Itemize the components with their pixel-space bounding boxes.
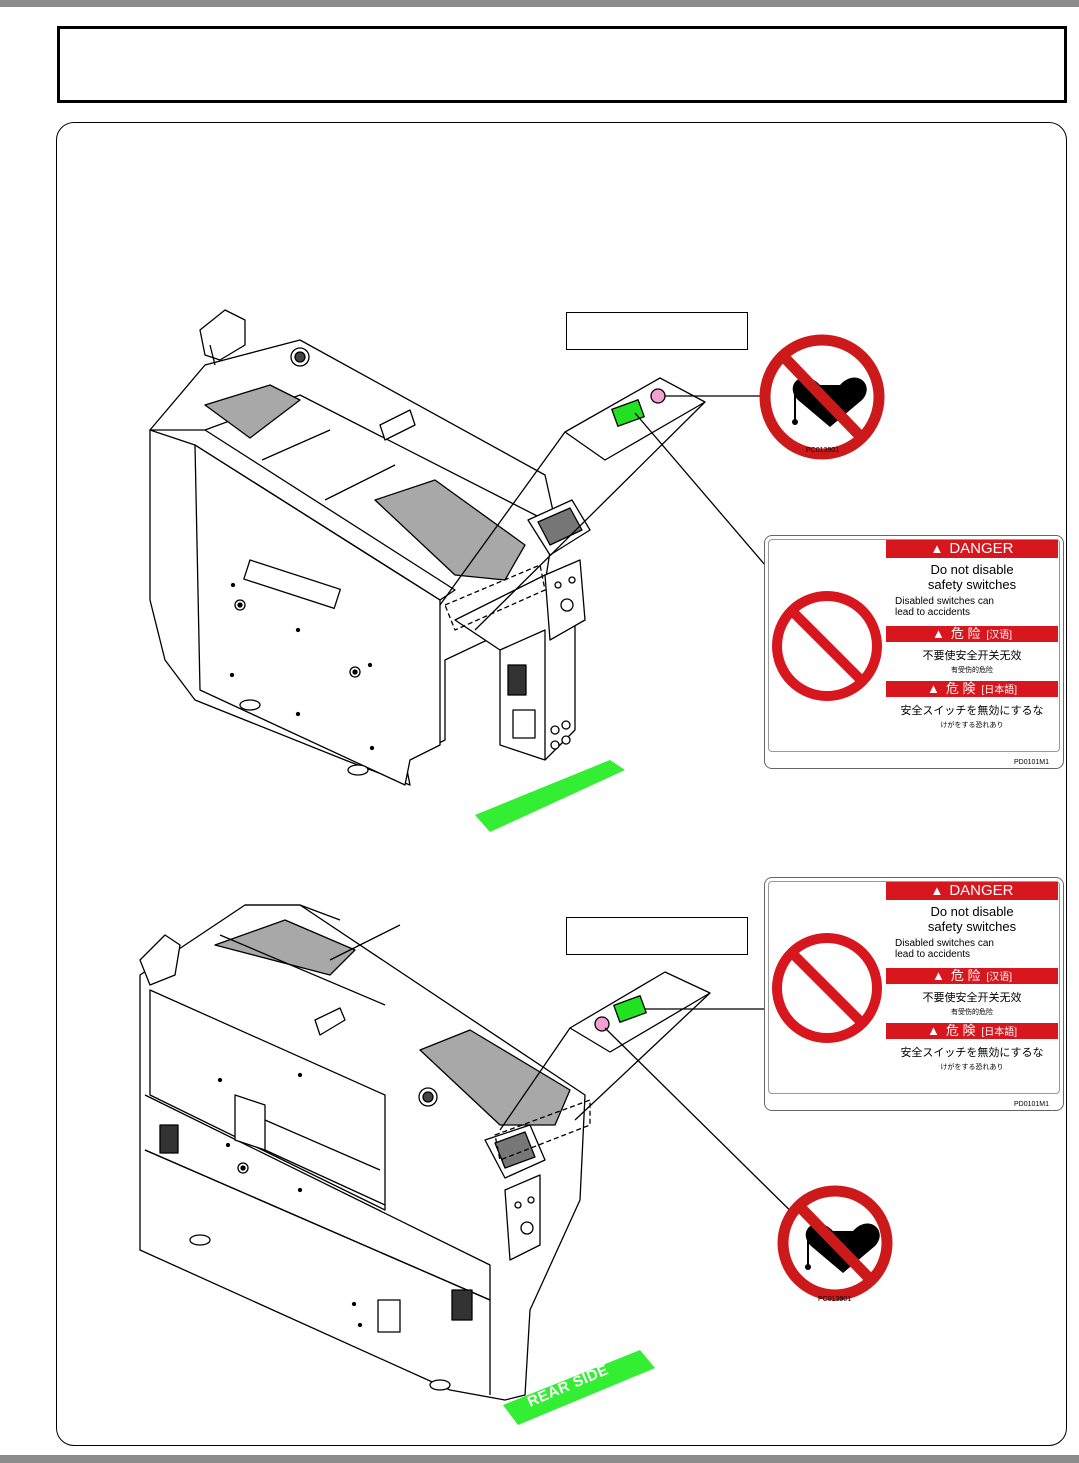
pacemaker-sign-rear: [777, 1185, 893, 1301]
jp-sub: けがをする恐れあり: [940, 722, 1004, 729]
bottom-rule: [0, 1455, 1079, 1463]
jp-sub: けがをする恐れあり: [940, 1064, 1004, 1071]
sub-line-1: Disabled switches can: [895, 596, 994, 607]
jp-bar: ▲危 険[日本語]: [886, 681, 1058, 697]
pacemaker-code-rear: PC013901: [818, 1296, 852, 1303]
title-box: [57, 26, 1067, 103]
pacemaker-code-front: PC013901: [806, 447, 840, 454]
cn-sub: 有受伤的危险: [951, 1009, 993, 1016]
danger-label-code: PD0101M1: [1013, 1101, 1049, 1108]
prohibition-icon: [772, 933, 882, 1043]
cn-bar: ▲危 险[汉语]: [886, 626, 1058, 642]
danger-bar: ▲DANGER: [886, 882, 1058, 900]
sub-line-2: lead to accidents: [895, 949, 971, 960]
danger-label-code: PD0101M1: [1013, 759, 1049, 766]
sub-line-2: lead to accidents: [895, 607, 971, 618]
rear-machine-drawing: [139, 904, 821, 1425]
cn-sub: 有受伤的危险: [951, 667, 993, 674]
jp-title: 安全スイッチを無効にするな: [900, 705, 1044, 717]
title-line-1: Do not disable: [930, 562, 1014, 577]
top-rule: [0, 0, 1079, 7]
cn-bar: ▲危 险[汉语]: [886, 968, 1058, 984]
cn-title: 不要使安全开关无效: [922, 650, 1022, 662]
jp-bar: ▲危 険[日本語]: [886, 1023, 1058, 1039]
cn-title: 不要使安全开关无效: [922, 992, 1022, 1004]
title-line-1: Do not disable: [930, 904, 1014, 919]
rear-callout-box: [566, 917, 748, 955]
pacemaker-sign-front: [759, 334, 885, 460]
jp-title: 安全スイッチを無効にするな: [900, 1047, 1044, 1059]
title-line-2: safety switches: [927, 919, 1017, 934]
front-machine-drawing: [149, 309, 766, 832]
front-callout-box: [566, 312, 748, 350]
prohibition-icon: [772, 591, 882, 701]
title-line-2: safety switches: [927, 577, 1017, 592]
sub-line-1: Disabled switches can: [895, 938, 994, 949]
danger-bar: ▲DANGER: [886, 540, 1058, 558]
